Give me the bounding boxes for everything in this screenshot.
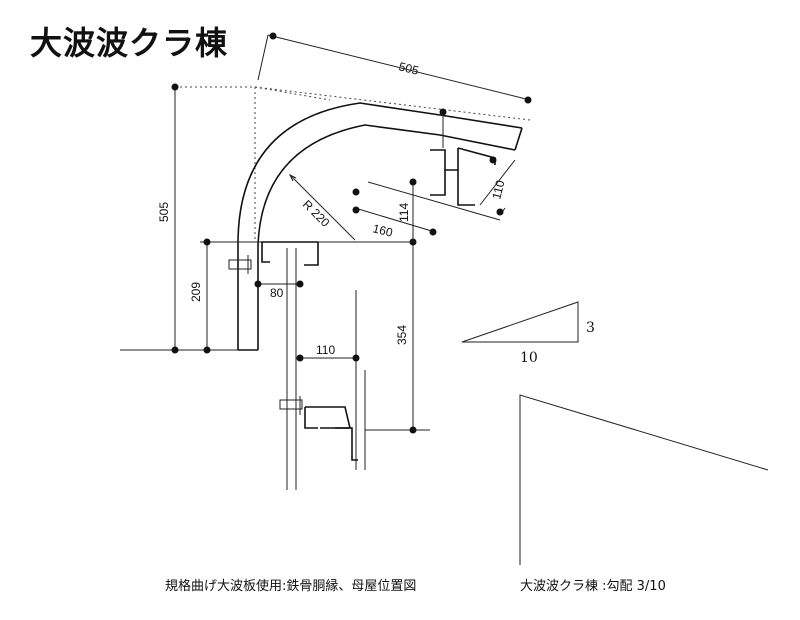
ridge-bracket	[430, 108, 497, 206]
dim-left-505: 505	[120, 83, 238, 354]
dim-160-114: 160 114	[352, 178, 501, 242]
dim-label: 209	[189, 282, 203, 302]
dim-label: 354	[395, 325, 409, 345]
roof-section-outline	[519, 394, 769, 565]
steel-post	[286, 248, 366, 490]
dim-label: 110	[316, 343, 335, 357]
dim-label: 80	[270, 286, 284, 300]
page-title: 大波波クラ棟	[30, 24, 229, 62]
dim-radius: R 220	[288, 173, 356, 241]
left-purlin-bracket	[228, 241, 319, 274]
dim-110-bottom: 110	[296, 343, 360, 362]
caption-left: 規格曲げ大波板使用:鉄骨胴縁、母屋位置図	[165, 578, 416, 594]
dim-354: 354	[365, 238, 430, 434]
dim-110-right: 110	[479, 159, 516, 216]
dim-label: 110	[489, 178, 507, 200]
caption-right: 大波波クラ棟 :勾配 3/10	[520, 579, 666, 594]
slope-rise: 3	[586, 320, 595, 336]
curved-roof-sheet	[237, 102, 523, 351]
construction-lines	[175, 86, 531, 240]
dim-80: 80	[254, 280, 304, 300]
dim-label: 160	[371, 221, 394, 240]
dim-label: 114	[397, 203, 411, 222]
dim-label: R 220	[300, 197, 333, 230]
dim-label: 505	[157, 202, 171, 222]
dim-209: 209	[189, 238, 415, 354]
lower-purlin-bracket	[279, 396, 358, 461]
dim-top-505: 505	[257, 32, 532, 104]
slope-run: 10	[520, 350, 538, 366]
slope-indicator: 3 10	[461, 301, 595, 366]
dim-label: 505	[397, 59, 420, 78]
